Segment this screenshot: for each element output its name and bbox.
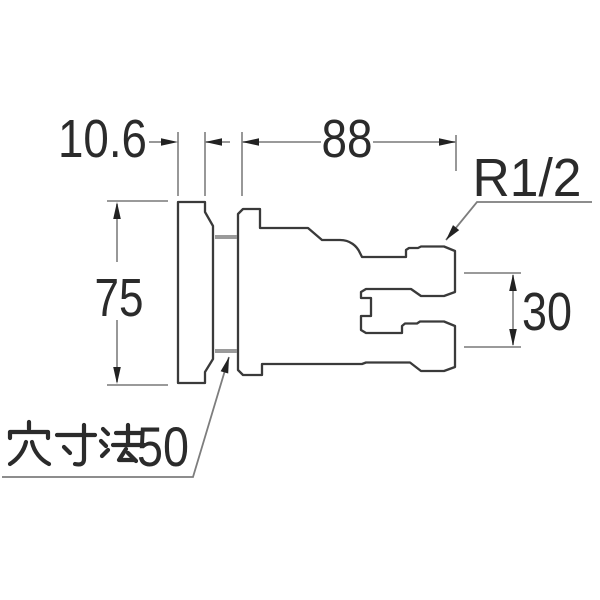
leader-line-hole-note bbox=[2, 356, 230, 478]
body-outline bbox=[236, 207, 457, 377]
label-flange-height: 75 bbox=[95, 268, 144, 328]
part-outline-group bbox=[176, 200, 457, 385]
label-hole-note-value: 50 bbox=[137, 415, 189, 478]
kanji-sun-stroke bbox=[61, 444, 73, 456]
kanji-sun-stroke bbox=[72, 422, 87, 467]
kanji-hou-stroke bbox=[116, 446, 137, 463]
washer-group bbox=[215, 235, 237, 353]
arrow-75-bottom-icon bbox=[113, 367, 121, 384]
arrow-75-top-icon bbox=[113, 202, 121, 219]
arrow-thread-callout-icon bbox=[446, 225, 460, 240]
dimension-labels-group: 10.6 88 R1/2 75 30 50 bbox=[58, 109, 582, 478]
kanji-hou-stroke bbox=[99, 447, 111, 459]
kanji-ana-stroke bbox=[7, 429, 51, 441]
arrow-88-left-icon bbox=[242, 138, 259, 146]
label-overall-length: 88 bbox=[322, 109, 373, 169]
flange-outline bbox=[176, 200, 215, 385]
kanji-hou-stroke bbox=[125, 450, 139, 464]
arrow-10-6-left-icon bbox=[161, 138, 178, 146]
arrow-10-6-right-icon bbox=[205, 138, 222, 146]
extension-lines-group bbox=[107, 132, 521, 386]
label-thread-callout: R1/2 bbox=[473, 148, 582, 208]
arrow-30-top-icon bbox=[509, 274, 517, 291]
kanji-ana-stroke bbox=[7, 439, 29, 467]
arrow-30-bottom-icon bbox=[509, 329, 517, 346]
kanji-hou-stroke bbox=[98, 438, 109, 449]
arrow-hole-note-icon bbox=[220, 357, 229, 374]
label-outlet-spacing: 30 bbox=[522, 282, 572, 342]
label-flange-thickness: 10.6 bbox=[58, 109, 147, 169]
arrowheads-group bbox=[113, 138, 517, 384]
label-hole-note-kanji bbox=[7, 419, 147, 467]
dimension-lines-group bbox=[116, 141, 514, 382]
kanji-hou-stroke bbox=[100, 426, 111, 437]
leader-line-thread-callout bbox=[445, 201, 592, 241]
leader-lines-group bbox=[2, 201, 592, 478]
arrow-88-right-icon bbox=[439, 138, 456, 146]
kanji-ana-stroke bbox=[29, 439, 52, 467]
